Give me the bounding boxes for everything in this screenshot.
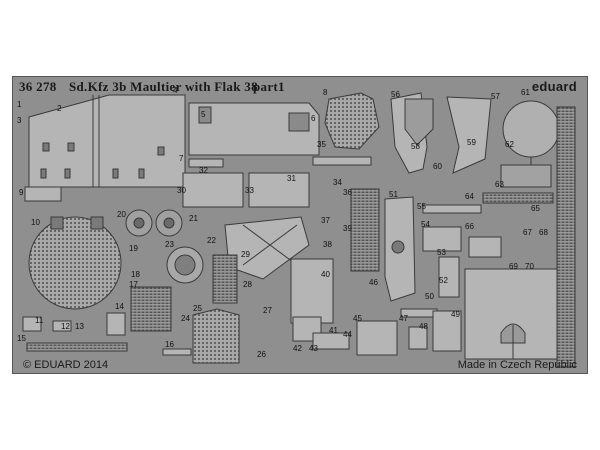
part-number-18: 18 (131, 270, 140, 279)
part-number-33: 33 (245, 186, 254, 195)
part-number-32: 32 (199, 166, 208, 175)
part-number-45: 45 (353, 314, 362, 323)
part-number-23: 23 (165, 240, 174, 249)
part-number-43: 43 (309, 344, 318, 353)
part-number-50: 50 (425, 292, 434, 301)
part-number-3: 3 (17, 116, 22, 125)
part-number-51: 51 (389, 190, 398, 199)
part-number-36: 36 (343, 188, 352, 197)
part-number-12: 12 (61, 322, 70, 331)
part-number-5: 5 (201, 110, 206, 119)
part-number-17: 17 (129, 280, 138, 289)
part-number-25: 25 (193, 304, 202, 313)
part-number-31: 31 (287, 174, 296, 183)
part-number-7: 7 (179, 154, 184, 163)
part-number-35: 35 (317, 140, 326, 149)
part-number-20: 20 (117, 210, 126, 219)
part-number-14: 14 (115, 302, 124, 311)
fret-parts-drawing: 1234567891011121314151617181920212223242… (17, 86, 576, 368)
part-number-39: 39 (343, 224, 352, 233)
part-number-9: 9 (19, 188, 24, 197)
origin-text: Made in Czech Republic (457, 359, 577, 371)
part-number-19: 19 (129, 244, 138, 253)
part-number-37: 37 (321, 216, 330, 225)
part-number-22: 22 (207, 236, 216, 245)
floor-plate-part (28, 94, 186, 188)
part-number-26: 26 (257, 350, 266, 359)
part-number-15: 15 (17, 334, 26, 343)
part-number-69: 69 (509, 262, 518, 271)
part-number-1: 1 (17, 100, 22, 109)
part-number-38: 38 (323, 240, 332, 249)
part-number-70: 70 (525, 262, 534, 271)
part-number-54: 54 (421, 220, 430, 229)
part-number-40: 40 (321, 270, 330, 279)
part-number-27: 27 (263, 306, 272, 315)
part-number-62: 62 (505, 140, 514, 149)
part-number-56: 56 (391, 90, 400, 99)
part-number-28: 28 (243, 280, 252, 289)
grill-strip-part (556, 106, 576, 368)
part-number-10: 10 (31, 218, 40, 227)
part-number-58: 58 (411, 142, 420, 151)
part-number-34: 34 (333, 178, 342, 187)
part-number-4: 4 (173, 86, 178, 95)
part-number-13: 13 (75, 322, 84, 331)
part-number-29: 29 (241, 250, 250, 259)
deck-plate-part (188, 102, 320, 156)
part-number-48: 48 (419, 322, 428, 331)
part-number-57: 57 (491, 92, 500, 101)
part-number-53: 53 (437, 248, 446, 257)
part-number-49: 49 (451, 310, 460, 319)
part-number-47: 47 (399, 314, 408, 323)
part-number-42: 42 (293, 344, 302, 353)
part-number-55: 55 (417, 202, 426, 211)
part-number-8: 8 (323, 88, 328, 97)
part-number-60: 60 (433, 162, 442, 171)
part-number-30: 30 (177, 186, 186, 195)
copyright-text: © EDUARD 2014 (23, 359, 109, 371)
mesh-plate-part (324, 92, 380, 150)
part-number-16: 16 (165, 340, 174, 349)
brand-logo: eduard (531, 79, 577, 94)
part-number-59: 59 (467, 138, 476, 147)
part-number-21: 21 (189, 214, 198, 223)
part-number-24: 24 (181, 314, 190, 323)
part-number-65: 65 (531, 204, 540, 213)
part-number-63: 63 (495, 180, 504, 189)
part-number-52: 52 (439, 276, 448, 285)
part-number-66: 66 (465, 222, 474, 231)
round-mesh-part (28, 216, 122, 310)
part-number-6: 6 (311, 114, 316, 123)
set-number: 36 278 (19, 79, 57, 94)
part-label: part1 (253, 79, 285, 94)
part-number-46: 46 (369, 278, 378, 287)
part-number-67: 67 (523, 228, 532, 237)
kit-title: Sd.Kfz 3b Maultier with Flak 38 (69, 79, 258, 94)
part-number-61: 61 (521, 88, 530, 97)
part-number-2: 2 (57, 104, 62, 113)
part-number-64: 64 (465, 192, 474, 201)
part-number-68: 68 (539, 228, 548, 237)
part-number-11: 11 (35, 316, 44, 325)
part-number-41: 41 (329, 326, 338, 335)
part-number-44: 44 (343, 330, 352, 339)
